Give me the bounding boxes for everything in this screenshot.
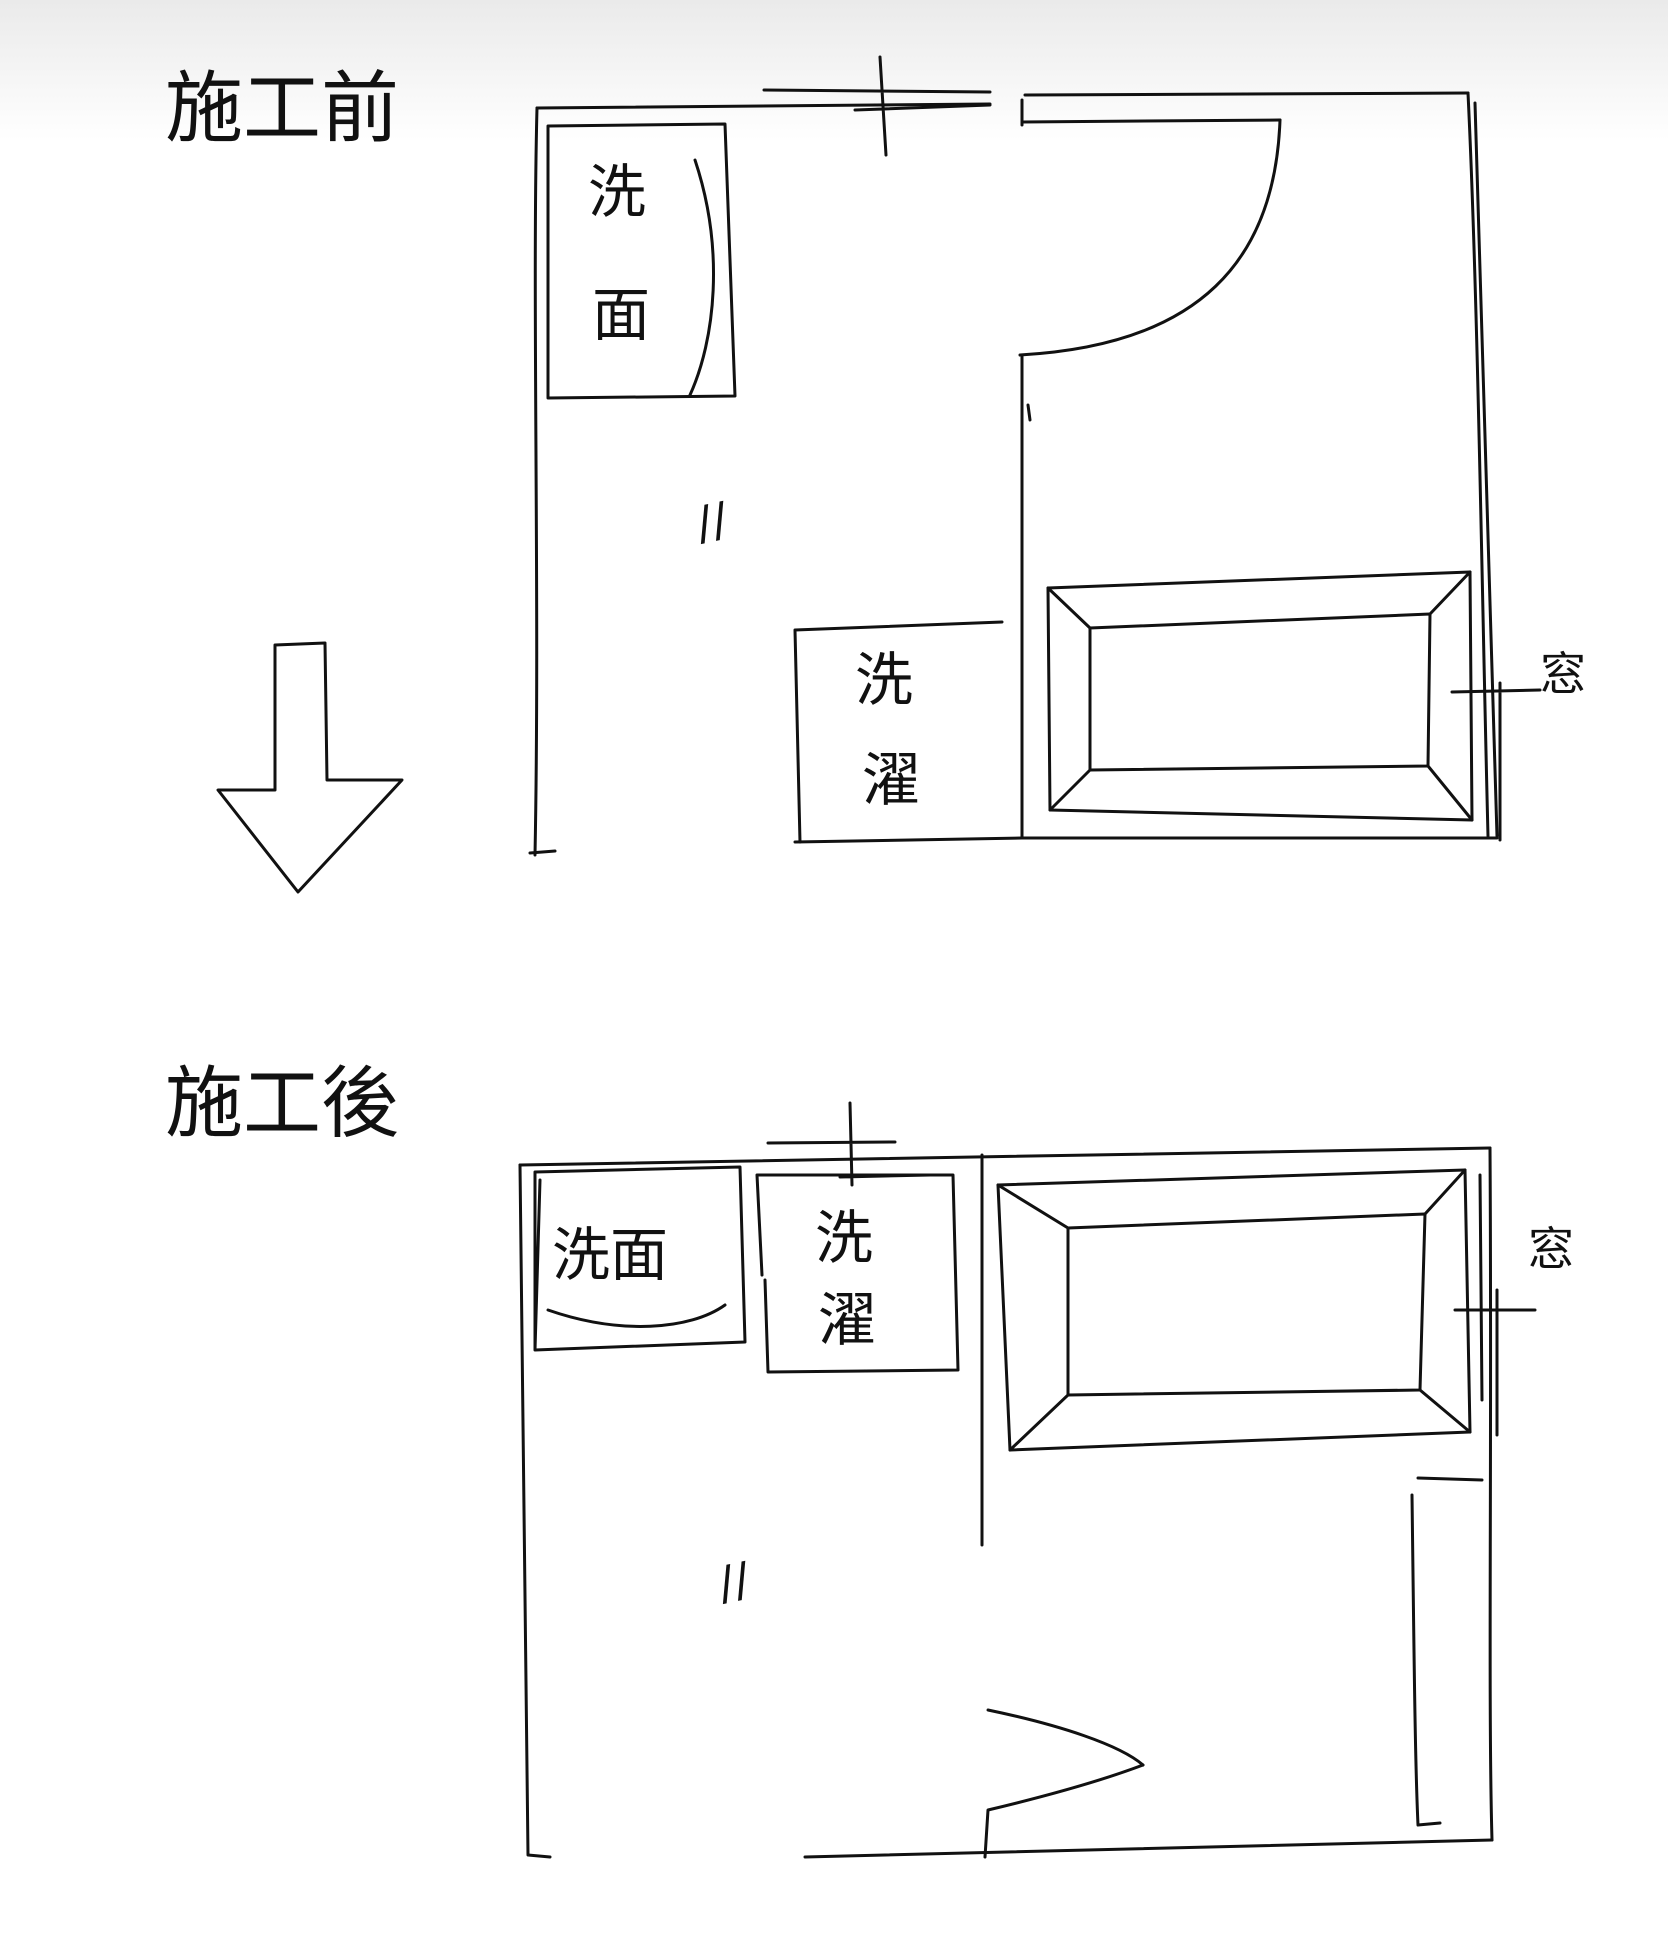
before-window-mark (1450, 681, 1542, 842)
before-plan: 施工前 洗 面 // 洗 濯 窓 (165, 55, 1586, 894)
before-bathtub-outer (1046, 570, 1474, 822)
before-bottom-wall (793, 836, 1499, 844)
after-laundry-char-1: 洗 (815, 1204, 873, 1272)
before-washbasin-curve (688, 158, 715, 397)
after-door-swing (983, 1763, 1145, 1859)
before-window-label: 窓 (1540, 647, 1586, 701)
before-door-arc (1018, 118, 1282, 357)
after-window-mark (1453, 1288, 1537, 1437)
before-washbasin-box (546, 122, 737, 400)
after-outer-wall-bottom (803, 1838, 1494, 1859)
after-bathtub-corners (996, 1168, 1472, 1452)
after-washbasin-curve (546, 1303, 727, 1328)
after-right-wall-inner (1478, 1173, 1484, 1402)
after-outer-wall-top (518, 1146, 1492, 1167)
after-plan: 施工後 洗面 洗 濯 窓 // (165, 1059, 1574, 1859)
after-door-leaf (986, 1708, 1145, 1767)
before-outer-wall-top (535, 91, 1470, 110)
after-floor-mark: // (713, 1551, 755, 1610)
after-washbasin-label: 洗面 (552, 1221, 668, 1289)
after-laundry-char-2: 濯 (818, 1286, 876, 1354)
before-outer-wall-left (528, 106, 557, 857)
after-laundry-box (755, 1173, 960, 1374)
before-washbasin-char-1: 洗 (588, 158, 646, 226)
before-entry-mark (762, 55, 992, 157)
before-laundry-char-1: 洗 (855, 646, 913, 714)
after-heading: 施工後 (165, 1059, 399, 1149)
before-heading: 施工前 (165, 64, 399, 154)
before-floor-mark: // (691, 491, 733, 550)
before-door-leaf (1020, 118, 1282, 124)
down-arrow-icon (216, 641, 404, 894)
after-outer-wall-right (1488, 1146, 1494, 1842)
after-outer-wall-left (518, 1163, 552, 1859)
before-partition-wall (1020, 353, 1032, 840)
before-outer-wall-right (1466, 91, 1499, 838)
before-laundry-char-2: 濯 (862, 746, 920, 814)
before-laundry-box (793, 620, 1004, 844)
after-window-label: 窓 (1528, 1222, 1574, 1276)
after-bathtub-inner (1066, 1212, 1427, 1397)
before-washbasin-char-2: 面 (592, 281, 650, 349)
after-side-wall (1410, 1476, 1484, 1827)
before-bathtub-corners (1046, 570, 1474, 822)
after-washbasin-box (533, 1165, 747, 1352)
after-entry-mark (766, 1101, 932, 1187)
before-bathtub-inner (1088, 612, 1432, 772)
